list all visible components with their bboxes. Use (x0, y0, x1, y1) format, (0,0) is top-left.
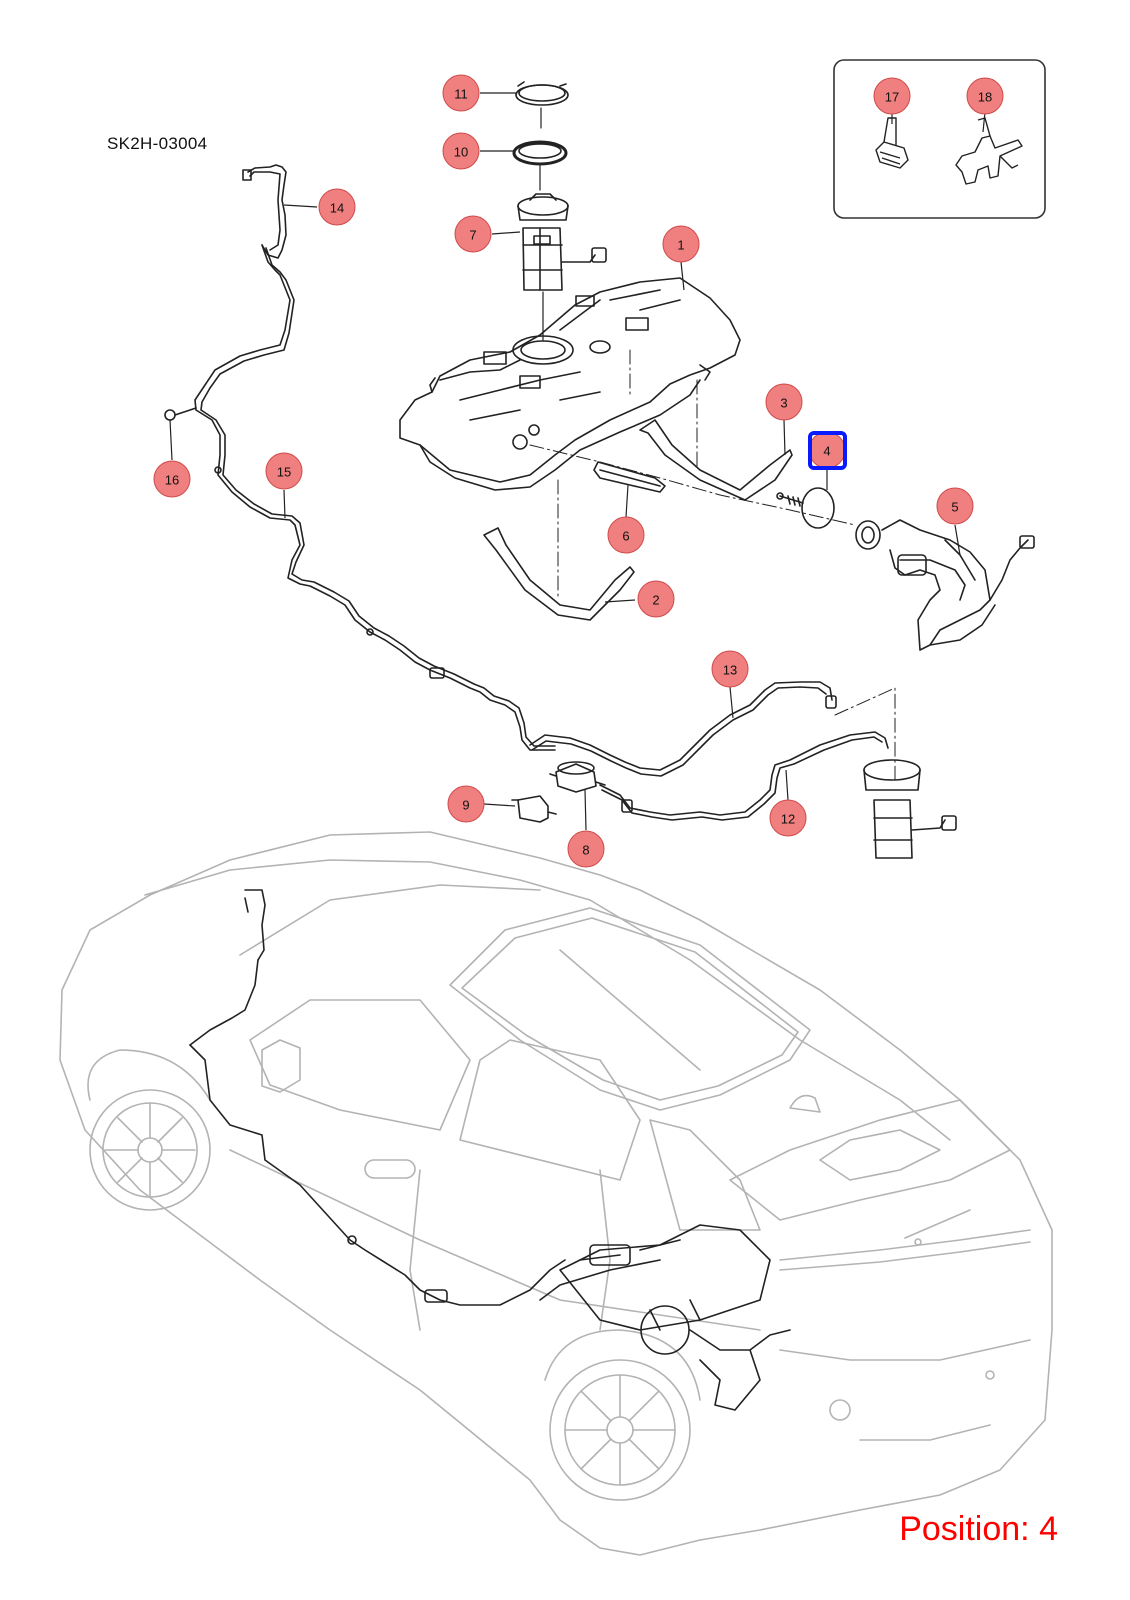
callout-number: 13 (723, 663, 737, 678)
callout-bubble[interactable] (153, 460, 191, 498)
callout-bubble[interactable] (265, 452, 303, 490)
leader-2 (604, 599, 636, 603)
callout-bubble[interactable] (966, 77, 1004, 115)
fuel-filter-8 (549, 761, 606, 793)
callout-number: 7 (469, 228, 476, 243)
fuel-lines (164, 164, 957, 859)
callout-bubble[interactable] (711, 650, 749, 688)
callout-10[interactable]: 10 (442, 132, 480, 170)
callout-11[interactable]: 11 (442, 74, 480, 112)
rod-6 (593, 461, 666, 493)
callout-bubble[interactable] (567, 830, 605, 868)
leader-8 (584, 789, 587, 831)
reference-code: SK2H-03004 (107, 134, 208, 153)
callout-number: 4 (823, 444, 830, 459)
callout-number: 18 (978, 90, 992, 105)
callout-number: 6 (622, 529, 629, 544)
callout-bubble[interactable] (442, 74, 480, 112)
callout-number: 5 (951, 500, 958, 515)
callout-9[interactable]: 9 (447, 785, 485, 823)
clip-part-18 (955, 117, 1023, 185)
callout-18[interactable]: 18 (966, 77, 1004, 115)
cap-and-spring-4 (776, 487, 835, 529)
callout-5[interactable]: 5 (936, 487, 974, 525)
callout-number: 15 (277, 465, 291, 480)
leader-1 (680, 261, 685, 291)
callout-bubble[interactable] (637, 580, 675, 618)
pump-module-7 (517, 193, 607, 291)
callout-4[interactable]: 4 (808, 431, 846, 469)
position-indicator: Position: 4 (899, 1510, 1058, 1549)
fuel-line-13 (529, 681, 837, 777)
callout-17[interactable]: 17 (873, 77, 911, 115)
callout-bubble[interactable] (607, 516, 645, 554)
callout-number: 17 (885, 90, 899, 105)
fuel-line-14 (242, 164, 287, 259)
leader-14 (283, 204, 318, 208)
callout-bubble[interactable] (936, 487, 974, 525)
callout-number: 2 (652, 593, 659, 608)
exploded-parts (399, 81, 1035, 651)
position-label: Position: (899, 1510, 1030, 1548)
fuel-line-15 (164, 244, 556, 751)
callout-2[interactable]: 2 (637, 580, 675, 618)
selected-callout-highlight (808, 431, 847, 470)
pump-module-assembled (863, 759, 957, 859)
leader-13 (729, 686, 734, 719)
filler-neck-5 (855, 519, 1035, 651)
leader-5 (954, 524, 961, 556)
tank-strap-2 (483, 527, 635, 621)
callout-number: 8 (582, 843, 589, 858)
vehicle-outline (59, 831, 1053, 1556)
callout-bubble[interactable] (662, 225, 700, 263)
callout-bubble[interactable] (769, 799, 807, 837)
callout-3[interactable]: 3 (765, 383, 803, 421)
callout-number: 14 (330, 201, 344, 216)
leader-9 (483, 803, 516, 807)
callout-number: 3 (780, 396, 787, 411)
fuel-tank-1 (399, 277, 741, 491)
leader-6 (625, 484, 629, 518)
callout-16[interactable]: 16 (153, 460, 191, 498)
callouts (169, 92, 986, 831)
fuel-line-12 (599, 687, 896, 821)
leader-7 (491, 231, 521, 235)
callout-number: 11 (454, 87, 468, 102)
position-value: 4 (1039, 1510, 1058, 1548)
callout-14[interactable]: 14 (318, 188, 356, 226)
callout-number: 1 (677, 238, 684, 253)
callout-1[interactable]: 1 (662, 225, 700, 263)
installed-fuel-system (189, 889, 791, 1411)
callout-number: 9 (462, 798, 469, 813)
retaining-ring-11 (515, 81, 569, 106)
callout-13[interactable]: 13 (711, 650, 749, 688)
connector-9 (511, 795, 557, 823)
callout-7[interactable]: 7 (454, 215, 492, 253)
callout-6[interactable]: 6 (607, 516, 645, 554)
leader-12 (785, 769, 789, 801)
callout-number: 12 (781, 812, 795, 827)
callout-bubble[interactable] (447, 785, 485, 823)
callout-bubble[interactable] (765, 383, 803, 421)
callout-bubble[interactable] (318, 188, 356, 226)
inset-box (833, 59, 1046, 219)
clip-part-17 (875, 117, 909, 169)
callout-8[interactable]: 8 (567, 830, 605, 868)
callout-number: 10 (454, 145, 468, 160)
leader-16 (169, 419, 173, 461)
callout-bubble[interactable] (442, 132, 480, 170)
leader-15 (283, 489, 286, 519)
callout-bubble[interactable] (873, 77, 911, 115)
callout-number: 16 (165, 473, 179, 488)
leader-3 (783, 419, 786, 456)
callout-15[interactable]: 15 (265, 452, 303, 490)
tank-strap-3 (639, 419, 793, 501)
callout-bubble[interactable] (454, 215, 492, 253)
leader-18 (982, 111, 986, 133)
seal-10 (512, 140, 568, 166)
callout-12[interactable]: 12 (769, 799, 807, 837)
guide-lines (529, 349, 856, 601)
